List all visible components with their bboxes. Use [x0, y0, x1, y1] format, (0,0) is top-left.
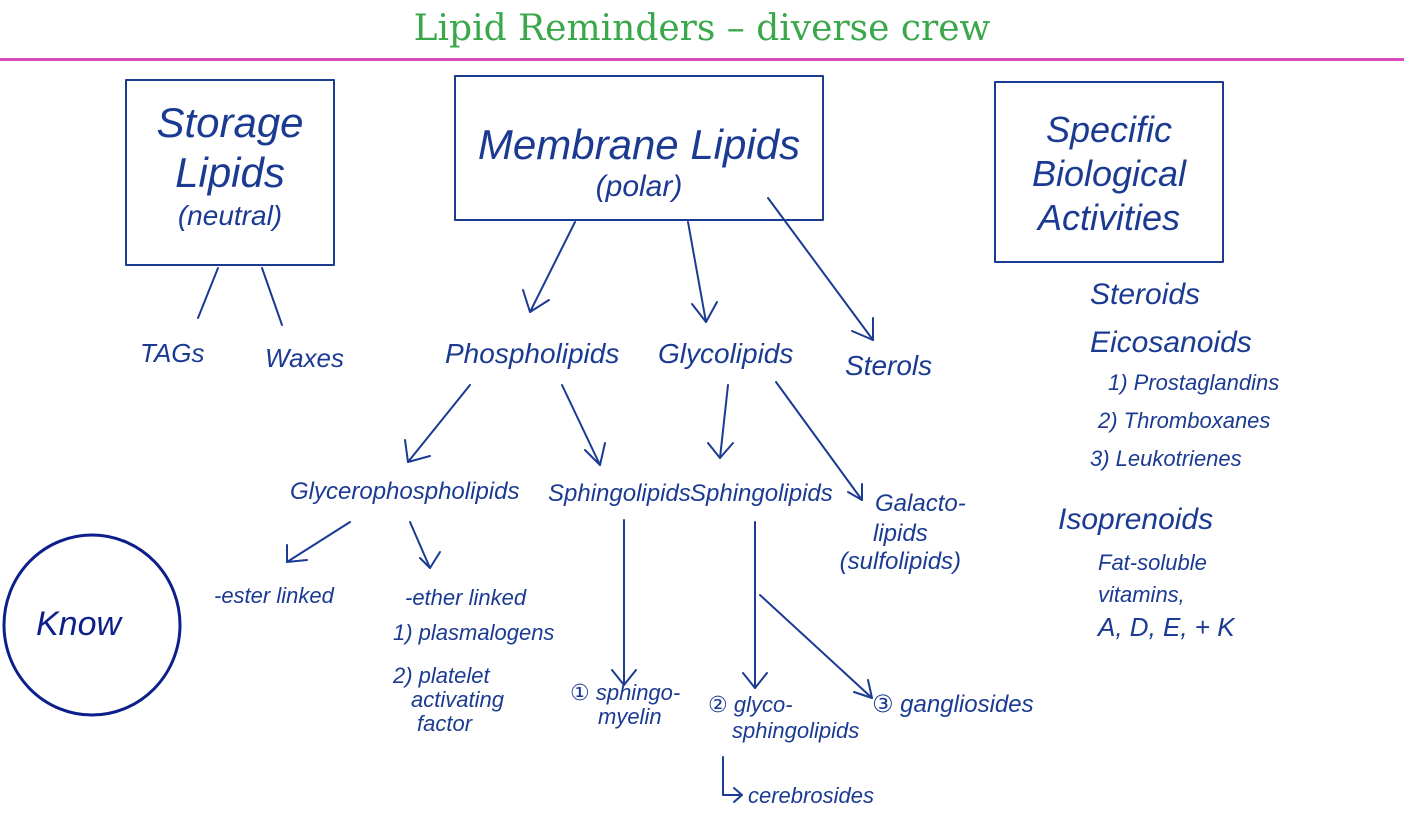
storage-box-label: Storage Lipids (neutral): [126, 102, 334, 230]
plasmalogens-label: 1) plasmalogens: [393, 620, 555, 645]
prostaglandins-label: 1) Prostaglandins: [1108, 370, 1280, 395]
iso-line1: Fat-soluble: [1098, 550, 1207, 575]
membrane-box: [454, 75, 824, 221]
platelet-line3: factor: [417, 711, 473, 736]
membrane-note: (polar): [595, 170, 683, 203]
glycosphingo-line1: ② glyco-: [708, 692, 793, 717]
glycero-to-ester-arrow: [286, 521, 351, 563]
glycolipids-label: Glycolipids: [658, 338, 794, 369]
phospholipids-label: Phospholipids: [445, 338, 620, 369]
platelet-line1: 2) platelet: [393, 663, 490, 688]
ester-linked-label: -ester linked: [214, 583, 334, 608]
sphingomyelin-line2: myelin: [598, 704, 662, 729]
leukotrienes-label: 3) Leukotrienes: [1090, 446, 1242, 471]
membrane-to-glycolipids-arrow: [687, 221, 707, 323]
phospholipids-to-sphingo-arrow: [561, 384, 601, 466]
phospholipids-to-glycero-arrow: [407, 384, 471, 463]
page-title: Lipid Reminders – diverse crew: [413, 8, 991, 49]
waxes-label: Waxes: [265, 343, 344, 373]
title-divider: [0, 58, 1404, 61]
glycosphingo-line2: sphingolipids: [732, 718, 860, 743]
fat-soluble-vitamins-label: Fat-soluble vitamins, A, D, E, + K: [1098, 550, 1235, 642]
phospho-sphingolipids-label: Sphingolipids: [548, 480, 691, 507]
specific-line1: Specific: [1045, 109, 1173, 150]
galacto-line1: Galacto-: [875, 490, 966, 517]
membrane-to-phospholipids-arrow: [529, 221, 576, 313]
glycerophospholipids-label: Glycerophospholipids: [290, 478, 520, 505]
specific-line2: Biological: [1031, 153, 1187, 194]
storage-to-waxes-line: [261, 267, 283, 326]
storage-to-tags-line: [197, 267, 219, 319]
isoprenoids-label: Isoprenoids: [1058, 503, 1214, 536]
gangliosides-label: ③ gangliosides: [872, 691, 1034, 718]
storage-box: [125, 79, 335, 266]
glycolipids-to-sphingo-arrow: [719, 384, 729, 459]
glycosphingolipids-label: ② glyco- sphingolipids: [708, 694, 859, 742]
ether-linked-label: -ether linked: [405, 585, 527, 610]
cerebrosides-arrow: [722, 756, 743, 796]
membrane-title: Membrane Lipids: [477, 121, 801, 168]
sphingomyelin-line1: ① sphingo-: [570, 680, 681, 705]
iso-line3: A, D, E, + K: [1098, 612, 1235, 642]
iso-line2: vitamins,: [1098, 582, 1185, 607]
storage-note: (neutral): [177, 200, 283, 231]
eicosanoids-label: Eicosanoids: [1090, 326, 1252, 359]
glycolipids-to-galacto-arrow: [775, 381, 863, 501]
membrane-box-label: Membrane Lipids (polar): [455, 124, 823, 202]
glycero-to-ether-arrow: [409, 521, 431, 569]
glyco-sphingolipids-label: Sphingolipids: [690, 480, 833, 507]
thromboxanes-label: 2) Thromboxanes: [1098, 408, 1271, 433]
platelet-factor-label: 2) platelet activating factor: [393, 665, 504, 735]
galactolipids-label: Galacto- lipids (sulfolipids): [835, 492, 966, 574]
storage-subtitle: Lipids: [175, 149, 285, 196]
galacto-line3: (sulfolipids): [839, 548, 962, 575]
know-label: Know: [36, 605, 122, 643]
platelet-line2: activating: [411, 687, 504, 712]
cerebrosides-label: cerebrosides: [748, 783, 874, 808]
sphingo-to-gangliosides-arrow: [759, 594, 873, 699]
galacto-line2: lipids: [873, 520, 928, 547]
know-circle: [2, 533, 182, 717]
sterols-label: Sterols: [845, 350, 933, 381]
storage-title: Storage: [156, 99, 304, 146]
membrane-to-sterols-arrow: [767, 197, 874, 341]
specific-box-label: Specific Biological Activities: [995, 112, 1223, 236]
sphingomyelin-label: ① sphingo- myelin: [570, 682, 680, 728]
specific-line3: Activities: [1037, 197, 1181, 238]
steroids-label: Steroids: [1090, 278, 1201, 311]
specific-box: [994, 81, 1224, 263]
tags-label: TAGs: [140, 338, 205, 368]
